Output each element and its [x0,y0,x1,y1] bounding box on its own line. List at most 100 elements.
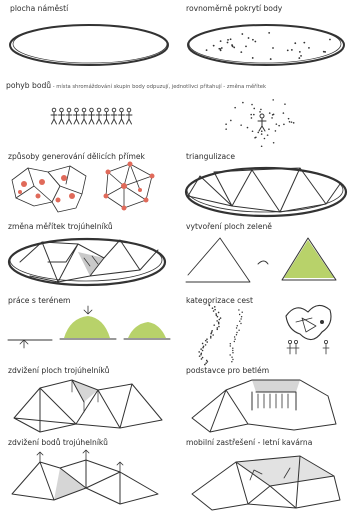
path-dot [198,351,200,353]
sketch-terrain [8,306,170,348]
person-figure [104,112,110,124]
path-dot [207,361,209,363]
path-dot [216,327,218,329]
person-head [60,108,64,112]
person-figure [51,112,57,124]
sketch-raised-points [12,450,158,504]
sketch-raised-planes [14,380,162,432]
path-dot [205,344,207,346]
path-dot [216,320,218,322]
person-head [75,108,79,112]
path-dot [218,326,220,328]
attract-dot [283,112,285,114]
path-dot [238,309,239,310]
sketch-delaunay-points [104,162,155,211]
attract-dot [283,124,285,126]
path-dot [200,348,202,350]
path-dot [216,329,218,331]
scatter-dot [233,47,235,49]
scatter-dot [270,58,272,60]
scatter-dot [227,39,229,41]
path-dot [217,316,219,318]
scatter-dot [298,57,300,59]
path-dot [236,334,237,335]
path-dot [204,364,206,366]
scatter-dot [213,45,215,47]
sketch-triangulation [186,168,346,216]
attract-dot [230,120,232,122]
attract-dot [267,134,269,136]
person-head [105,108,109,112]
scatter-dot [291,49,293,51]
person-head [82,108,86,112]
attract-dot [261,145,263,147]
attract-dot [225,128,227,130]
scatter-dot [268,32,270,34]
path-dot [206,360,208,362]
path-dot [202,343,204,345]
path-dot [234,336,235,337]
path-dot [210,333,212,335]
sketch-plaza-evenly-covered [188,25,344,65]
path-dot [202,347,204,349]
path-dot [213,310,215,312]
attract-dot [271,117,273,119]
path-dot [214,306,216,308]
scatter-dot [308,47,310,49]
attract-dot [291,121,293,123]
attract-dot [293,122,295,124]
path-dot [206,341,208,343]
scatter-dot [299,51,301,53]
path-dot [232,348,233,349]
path-dot [214,309,216,311]
person-head [127,108,131,112]
path-dot [211,330,213,332]
attract-dot [273,114,275,116]
path-dot [215,313,217,315]
person-figure [81,112,87,124]
attract-dot [288,118,290,120]
path-dot [208,303,210,305]
path-dot [218,322,220,324]
path-dot [218,312,220,314]
person-head [120,108,124,112]
scatter-dot [245,45,247,47]
path-dot [199,355,201,357]
path-dot [230,343,231,344]
attract-dot [247,127,249,129]
path-dot [213,324,215,326]
person-head [52,108,56,112]
scatter-dot [254,41,256,43]
path-dot [234,341,235,342]
path-dot [202,350,204,352]
person-figure [96,112,102,124]
scatter-dot [221,47,223,49]
path-dot [240,318,241,319]
person-head [90,108,94,112]
attract-dot [264,138,266,140]
person-head [97,108,101,112]
person-head [112,108,116,112]
attract-dot [253,114,255,116]
person-figure [89,112,95,124]
path-dot [205,340,207,342]
sketch-nativity-bases [192,380,336,432]
path-dot [200,354,202,356]
path-dot [230,345,231,346]
scatter-dot [232,45,234,47]
person-figure [111,112,117,124]
attract-dot [268,128,270,130]
path-dot [232,359,233,360]
attract-dot [278,125,280,127]
attract-dot [255,136,257,138]
attract-dot [242,102,244,104]
attract-dot [289,121,291,123]
person-figure [74,112,80,124]
attract-dot [251,104,253,106]
sketch-green-space [186,238,336,282]
sketch-triangle-scale [9,239,165,285]
attract-dot [275,130,277,132]
person-head [67,108,71,112]
path-dot [211,331,213,333]
attract-dot [284,103,286,105]
